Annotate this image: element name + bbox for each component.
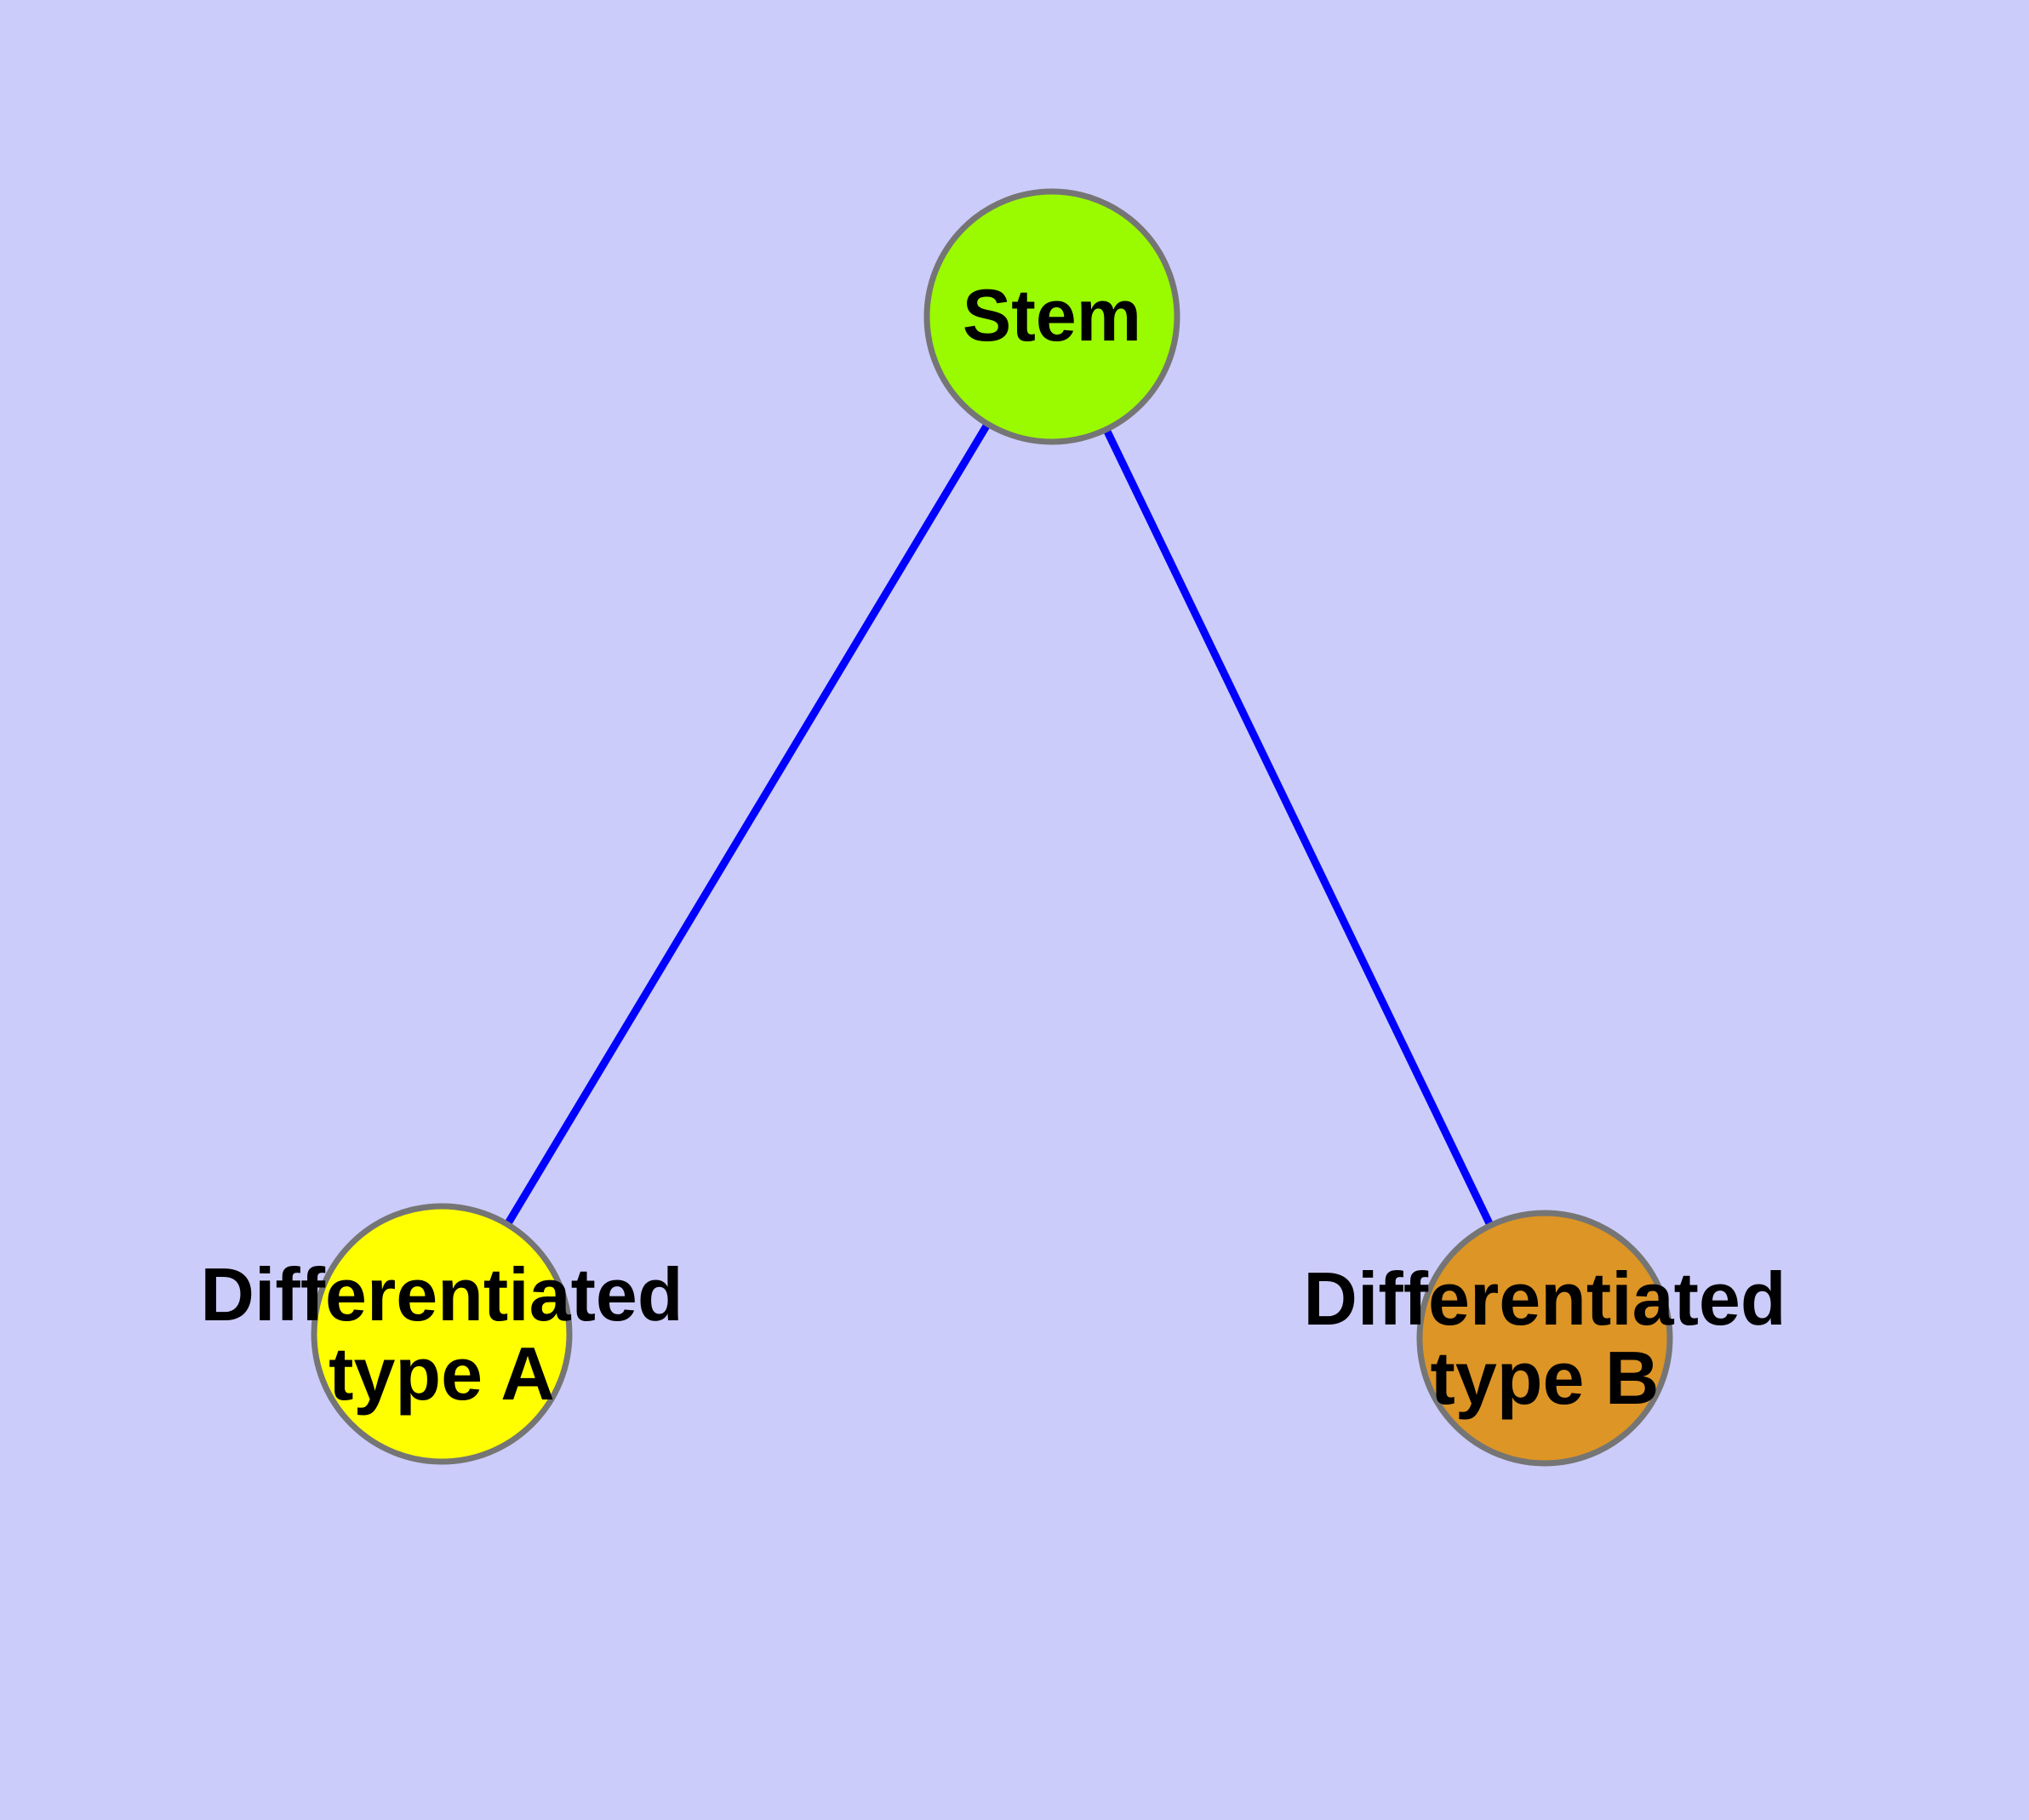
edge-stem-to-diff-b [1102,427,1495,1228]
node-circle-diff-a[interactable] [311,1203,573,1465]
edge-layer [504,421,1495,1228]
edge-stem-to-diff-a [504,421,992,1227]
node-layer [311,188,1673,1467]
node-circle-diff-b[interactable] [1416,1210,1673,1467]
node-circle-stem[interactable] [923,188,1180,445]
